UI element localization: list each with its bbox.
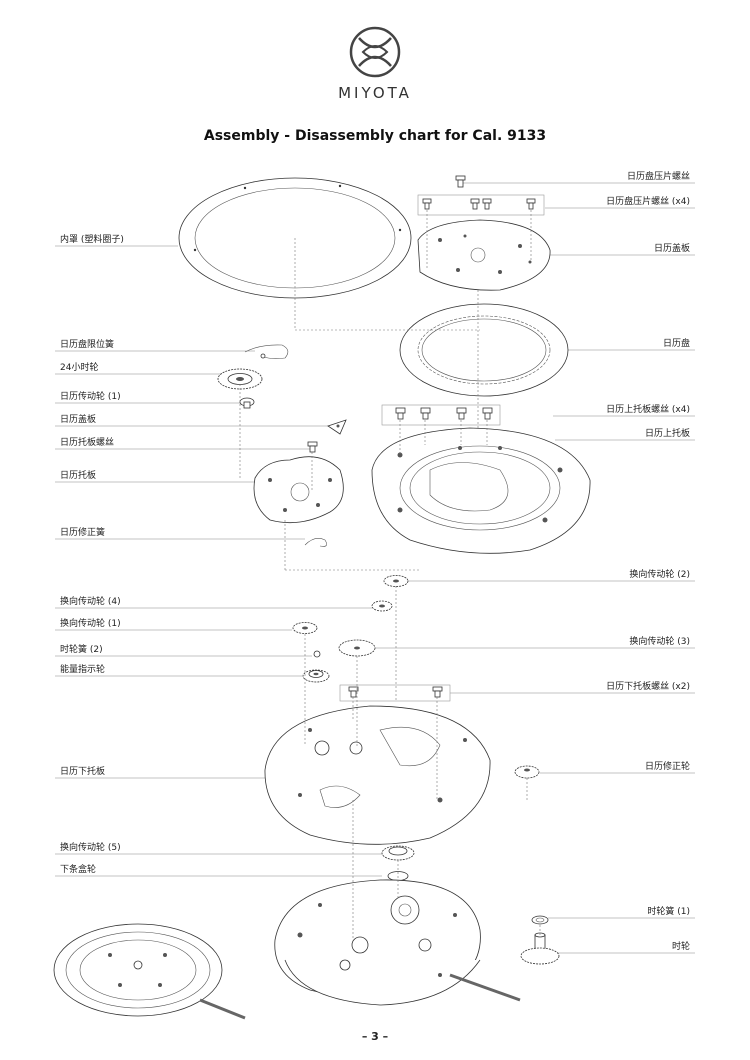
main-movement: [274, 879, 521, 1006]
lower-calendar-plate: [264, 705, 491, 845]
date-corrector-wheel: [514, 765, 540, 779]
calendar-drive-wheel-1: [239, 397, 255, 409]
screw-group-box: [417, 194, 545, 216]
brand-name: MIYOTA: [338, 84, 412, 102]
label-reversing-wheel-3: 换向传动轮 (3): [629, 635, 690, 647]
page-title: Assembly - Disassembly chart for Cal. 91…: [203, 128, 547, 144]
label-reversing-wheel-2: 换向传动轮 (2): [629, 568, 690, 580]
right-labels: 日历盘压片螺丝 日历盘压片螺丝 (x4) 日历盖板 日历盘 日历上托板螺丝 (x…: [606, 170, 690, 952]
label-upper-plate-screws: 日历上托板螺丝 (x4): [606, 403, 690, 415]
calendar-plate-screw: [307, 441, 318, 453]
hour-wheel-spring-2: [313, 650, 321, 658]
date-plate-screws-x4: [422, 198, 536, 210]
date-dial-jumper-spring: [244, 344, 289, 359]
left-labels: 内罩 (塑料圈子) 日历盘限位簧 24小时轮 日历传动轮 (1) 日历盖板 日历…: [60, 233, 124, 875]
label-date-corrector-spring: 日历修正簧: [60, 526, 105, 538]
label-lower-barrel-wheel: 下条盒轮: [60, 863, 96, 875]
leader-lines-left: [55, 245, 383, 877]
upper-calendar-plate: [371, 427, 591, 554]
reversing-wheel-5: [381, 845, 415, 861]
page-number: – 3 –: [361, 1030, 389, 1043]
assembled-movement-view: [53, 923, 246, 1020]
label-reversing-wheel-4: 换向传动轮 (4): [60, 595, 121, 607]
label-date-plate-screws-x4: 日历盘压片螺丝 (x4): [606, 195, 690, 207]
brand-logo: [0, 22, 750, 86]
screw-group-box-2: [381, 404, 501, 426]
date-dial: [399, 303, 569, 397]
label-calendar-support-plate: 日历托板: [60, 469, 96, 481]
screw-group-box-3: [339, 684, 451, 702]
lower-plate-screws-x2: [348, 686, 443, 698]
label-calendar-plate-screw: 日历托板螺丝: [60, 436, 114, 448]
assembly-axes: [239, 210, 541, 940]
label-calendar-cover-left: 日历盖板: [60, 413, 96, 425]
reversing-wheel-1: [292, 622, 318, 634]
hour-wheel-spring-1: [531, 915, 549, 925]
date-plate-screw: [455, 175, 466, 188]
leader-lines-right: [375, 182, 695, 954]
calendar-cover-plate: [417, 219, 551, 291]
reversing-wheel-4: [371, 600, 393, 612]
label-reversing-wheel-1: 换向传动轮 (1): [60, 617, 121, 629]
calendar-cover-small: [327, 419, 347, 435]
label-24-hour-wheel: 24小时轮: [60, 361, 98, 373]
label-hour-wheel-spring-2: 时轮簧 (2): [60, 643, 103, 655]
reversing-wheel-3: [338, 639, 376, 657]
label-date-plate-screw: 日历盘压片螺丝: [627, 170, 690, 182]
hour-wheel: [520, 932, 560, 965]
label-reversing-wheel-5: 换向传动轮 (5): [60, 841, 121, 853]
label-jumper-spring: 日历盘限位簧: [60, 338, 114, 350]
label-lower-calendar-plate: 日历下托板: [60, 765, 105, 777]
date-corrector-spring: [304, 538, 327, 547]
upper-plate-screws-x4: [395, 407, 493, 420]
label-calendar-drive-wheel: 日历传动轮 (1): [60, 390, 121, 402]
label-power-reserve-wheel: 能量指示轮: [60, 663, 105, 675]
miyota-logo-icon: [349, 26, 401, 78]
label-date-corrector-wheel: 日历修正轮: [645, 760, 690, 772]
label-upper-plate: 日历上托板: [645, 427, 690, 439]
reversing-wheel-2: [383, 575, 409, 587]
power-reserve-wheel: [302, 669, 330, 683]
label-lower-plate-screws: 日历下托板螺丝 (x2): [606, 680, 690, 692]
label-hour-wheel-spring-1: 时轮簧 (1): [647, 905, 690, 917]
calendar-support-plate: [253, 456, 344, 524]
label-hour-wheel: 时轮: [672, 940, 690, 952]
label-inner-ring: 内罩 (塑料圈子): [60, 233, 124, 245]
label-date-dial: 日历盘: [663, 337, 690, 349]
label-calendar-cover: 日历盖板: [654, 242, 690, 254]
